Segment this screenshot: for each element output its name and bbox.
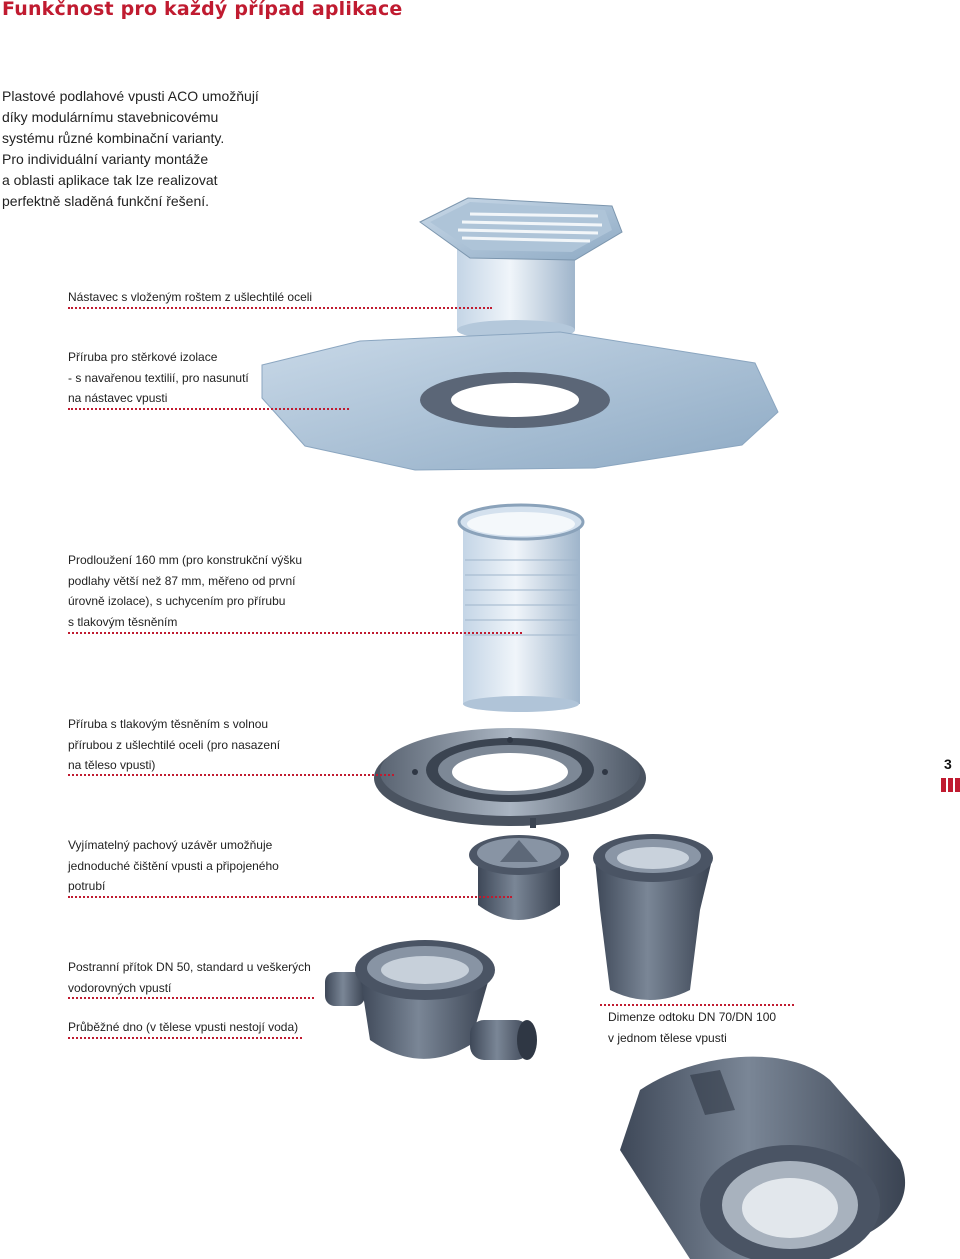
page-marker (941, 778, 960, 792)
label-grate-insert: Nástavec s vloženým roštem z ušlechtilé … (68, 287, 312, 308)
leader-line (68, 632, 522, 634)
label-extension: Prodloužení 160 mm (pro konstrukční výšk… (68, 550, 302, 632)
leader-line (68, 997, 314, 999)
label-line: Postranní přítok DN 50, standard u veške… (68, 957, 311, 978)
label-line: podlahy větší než 87 mm, měřeno od první (68, 571, 302, 592)
label-line: přírubou z ušlechtilé oceli (pro nasazen… (68, 735, 280, 756)
label-line: v jednom tělese vpusti (608, 1028, 776, 1049)
label-line: Dimenze odtoku DN 70/DN 100 (608, 1007, 776, 1028)
drain-body-side-inlet-image (325, 940, 537, 1060)
label-through-bottom: Průběžné dno (v tělese vpusti nestojí vo… (68, 1017, 298, 1038)
label-line: potrubí (68, 876, 279, 897)
label-line: s tlakovým těsněním (68, 612, 302, 633)
pressure-flange-image (374, 728, 646, 828)
label-line: Prodloužení 160 mm (pro konstrukční výšk… (68, 550, 302, 571)
label-flange-membrane: Příruba pro stěrkové izolace - s navařen… (68, 347, 249, 409)
label-line: jednoduché čištění vpusti a připojeného (68, 856, 279, 877)
flange-membrane-image (262, 332, 778, 470)
label-line: Příruba pro stěrkové izolace (68, 347, 249, 368)
grate-insert-image (420, 198, 622, 340)
odour-trap-image (469, 835, 569, 920)
leader-line (68, 408, 349, 410)
label-odour-trap: Vyjímatelný pachový uzávěr umožňuje jedn… (68, 835, 279, 897)
leader-line (68, 307, 492, 309)
page-marker-bar (955, 778, 960, 792)
label-line: vodorovných vpustí (68, 978, 311, 999)
label-line: Příruba s tlakovým těsněním s volnou (68, 714, 280, 735)
leader-line (600, 1004, 794, 1006)
label-line: Průběžné dno (v tělese vpusti nestojí vo… (68, 1017, 298, 1038)
label-line: úrovně izolace), s uchycením pro přírubu (68, 591, 302, 612)
page-number: 3 (944, 756, 952, 772)
leader-line (68, 1037, 302, 1039)
label-line: Nástavec s vloženým roštem z ušlechtilé … (68, 287, 312, 308)
label-line: na těleso vpusti) (68, 755, 280, 776)
label-line: Vyjímatelný pachový uzávěr umožňuje (68, 835, 279, 856)
drain-body-outlet-image (593, 834, 713, 1000)
page-marker-bar (948, 778, 953, 792)
leader-line (68, 896, 512, 898)
label-outlet-dimension: Dimenze odtoku DN 70/DN 100 v jednom těl… (608, 1007, 776, 1048)
label-side-inlet: Postranní přítok DN 50, standard u veške… (68, 957, 311, 998)
page-marker-bar (941, 778, 946, 792)
label-pressure-flange: Příruba s tlakovým těsněním s volnou pří… (68, 714, 280, 776)
label-line: - s navařenou textilií, pro nasunutí (68, 368, 249, 389)
label-line: na nástavec vpusti (68, 388, 249, 409)
outlet-detail-image (620, 1057, 905, 1259)
leader-line (68, 774, 394, 776)
extension-pipe-image (459, 505, 583, 712)
